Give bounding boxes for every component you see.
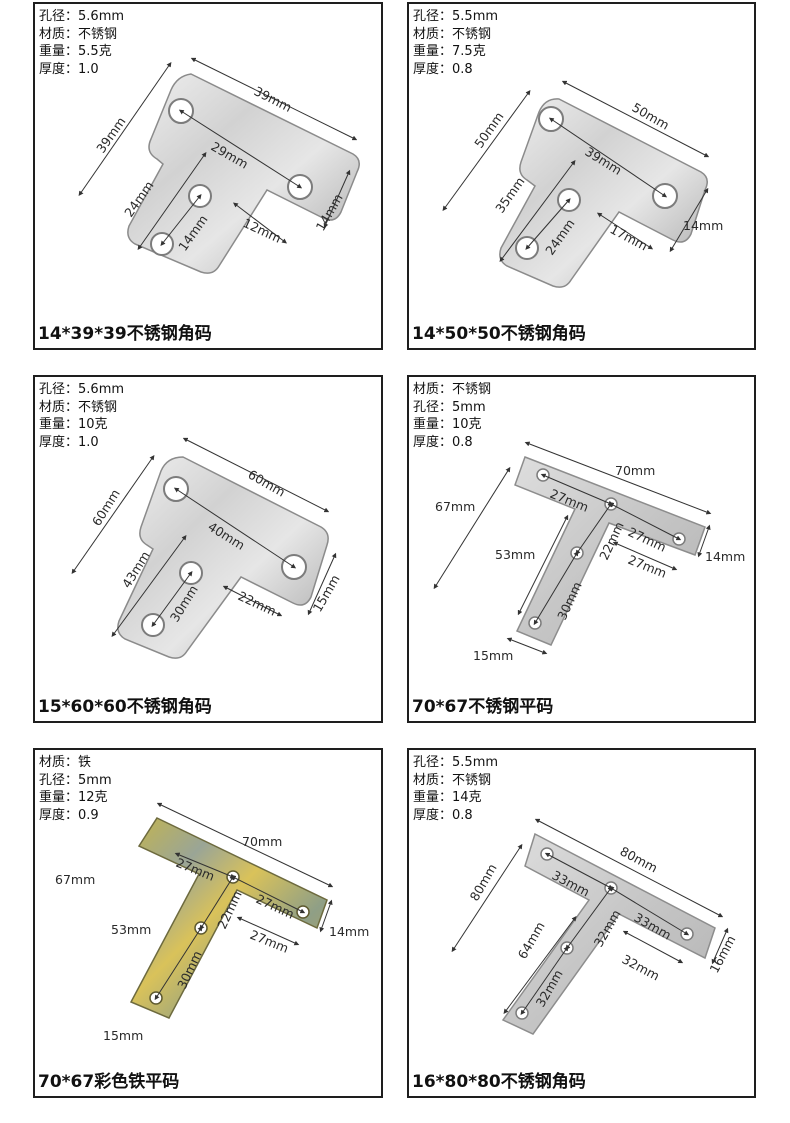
product-card-16x80x80[interactable]: 80mm 80mm 33mm 33mm 32mm 64mm 32mm 32mm … <box>407 748 756 1098</box>
spec-thickness: 厚度：1.0 <box>39 61 99 77</box>
dim-offset: 27mm <box>626 552 669 581</box>
spec-hole: 孔径：5.5mm <box>413 755 499 770</box>
dim-top: 50mm <box>630 100 672 133</box>
product-caption: 70*67彩色铁平码 <box>38 1072 180 1092</box>
product-card-14x50x50[interactable]: 50mm 50mm 39mm 35mm 24mm 17mm 14mm 孔径：5.… <box>407 2 756 350</box>
dim-width: 14mm <box>705 549 745 564</box>
spec-thickness: 厚度：0.8 <box>413 61 473 77</box>
product-caption: 14*39*39不锈钢角码 <box>38 324 212 344</box>
spec-hole: 孔径：5.5mm <box>413 9 499 24</box>
spec-thickness: 厚度：1.0 <box>39 434 99 450</box>
spec-list: 材质：不锈钢 孔径：5mm 重量：10克 厚度：0.8 <box>413 381 491 451</box>
spec-material: 材质：不锈钢 <box>413 26 492 42</box>
product-card-14x39x39[interactable]: 39mm 39mm 29mm 24mm 14mm 12mm 14mm 孔径：5.… <box>33 2 383 350</box>
bracket-photo: 70mm 67mm 27mm 27mm 22mm 53mm 30mm 27mm … <box>55 802 369 1043</box>
bracket-photo: 80mm 80mm 33mm 33mm 32mm 64mm 32mm 32mm … <box>451 818 739 1035</box>
spec-list: 孔径：5.5mm 材质：不锈钢 重量：7.5克 厚度：0.8 <box>413 8 498 78</box>
dim-top: 70mm <box>615 463 655 478</box>
spec-thickness: 厚度：0.8 <box>413 807 473 823</box>
dim-left: 67mm <box>55 872 95 887</box>
spec-weight: 重量：7.5克 <box>413 44 486 59</box>
spec-weight: 重量：10克 <box>39 417 108 432</box>
dim-left: 67mm <box>435 499 475 514</box>
spec-weight: 重量：14克 <box>413 790 482 805</box>
dim-stem: 53mm <box>495 547 535 562</box>
bracket-photo: 39mm 39mm 29mm 24mm 14mm 12mm 14mm <box>78 57 360 274</box>
spec-hole: 孔径：5.6mm <box>39 9 125 24</box>
spec-material: 材质：不锈钢 <box>39 26 118 42</box>
product-card-70x67-steel[interactable]: 70mm 67mm 27mm 27mm 22mm 53mm 30mm 27mm … <box>407 375 756 723</box>
spec-hole: 孔径：5mm <box>39 772 112 788</box>
spec-list: 孔径：5.6mm 材质：不锈钢 重量：10克 厚度：1.0 <box>39 381 124 451</box>
spec-hole: 孔径：5.6mm <box>39 382 125 397</box>
dim-offset: 32mm <box>620 951 663 983</box>
dim-width: 14mm <box>683 218 723 233</box>
spec-weight: 重量：10克 <box>413 417 482 432</box>
spec-material: 材质：铁 <box>39 755 92 770</box>
spec-weight: 重量：12克 <box>39 790 108 805</box>
bracket-photo: 70mm 67mm 27mm 27mm 22mm 53mm 30mm 27mm … <box>433 441 745 663</box>
spec-material: 材质：不锈钢 <box>413 382 492 397</box>
product-caption: 14*50*50不锈钢角码 <box>412 324 586 344</box>
spec-list: 孔径：5.6mm 材质：不锈钢 重量：5.5克 厚度：1.0 <box>39 8 124 78</box>
spec-weight: 重量：5.5克 <box>39 44 112 59</box>
spec-thickness: 厚度：0.8 <box>413 434 473 450</box>
bracket-photo: 50mm 50mm 39mm 35mm 24mm 17mm 14mm <box>442 80 723 288</box>
product-caption: 16*80*80不锈钢角码 <box>412 1072 586 1092</box>
dim-offset: 12mm <box>241 215 284 246</box>
dim-top: 80mm <box>618 843 661 875</box>
dim-stem: 53mm <box>111 922 151 937</box>
dim-stem-width: 15mm <box>473 648 513 663</box>
product-caption: 15*60*60不锈钢角码 <box>38 697 212 717</box>
dim-stem: 64mm <box>515 919 548 961</box>
t-bracket <box>499 98 708 288</box>
spec-list: 材质：铁 孔径：5mm 重量：12克 厚度：0.9 <box>39 754 112 824</box>
dim-left: 80mm <box>467 861 500 903</box>
spec-list: 孔径：5.5mm 材质：不锈钢 重量：14克 厚度：0.8 <box>413 754 498 824</box>
spec-material: 材质：不锈钢 <box>413 772 492 788</box>
spec-hole: 孔径：5mm <box>413 399 486 415</box>
product-caption: 70*67不锈钢平码 <box>412 697 554 717</box>
dim-width: 14mm <box>329 924 369 939</box>
dim-top: 70mm <box>242 834 282 849</box>
product-card-15x60x60[interactable]: 60mm 60mm 40mm 43mm 30mm 22mm 15mm 孔径：5.… <box>33 375 383 723</box>
bracket-photo: 60mm 60mm 40mm 43mm 30mm 22mm 15mm <box>71 437 343 659</box>
spec-thickness: 厚度：0.9 <box>39 807 99 823</box>
dim-offset: 17mm <box>608 221 651 253</box>
product-card-70x67-color[interactable]: 70mm 67mm 27mm 27mm 22mm 53mm 30mm 27mm … <box>33 748 383 1098</box>
spec-material: 材质：不锈钢 <box>39 399 118 415</box>
dim-stem-width: 15mm <box>103 1028 143 1043</box>
